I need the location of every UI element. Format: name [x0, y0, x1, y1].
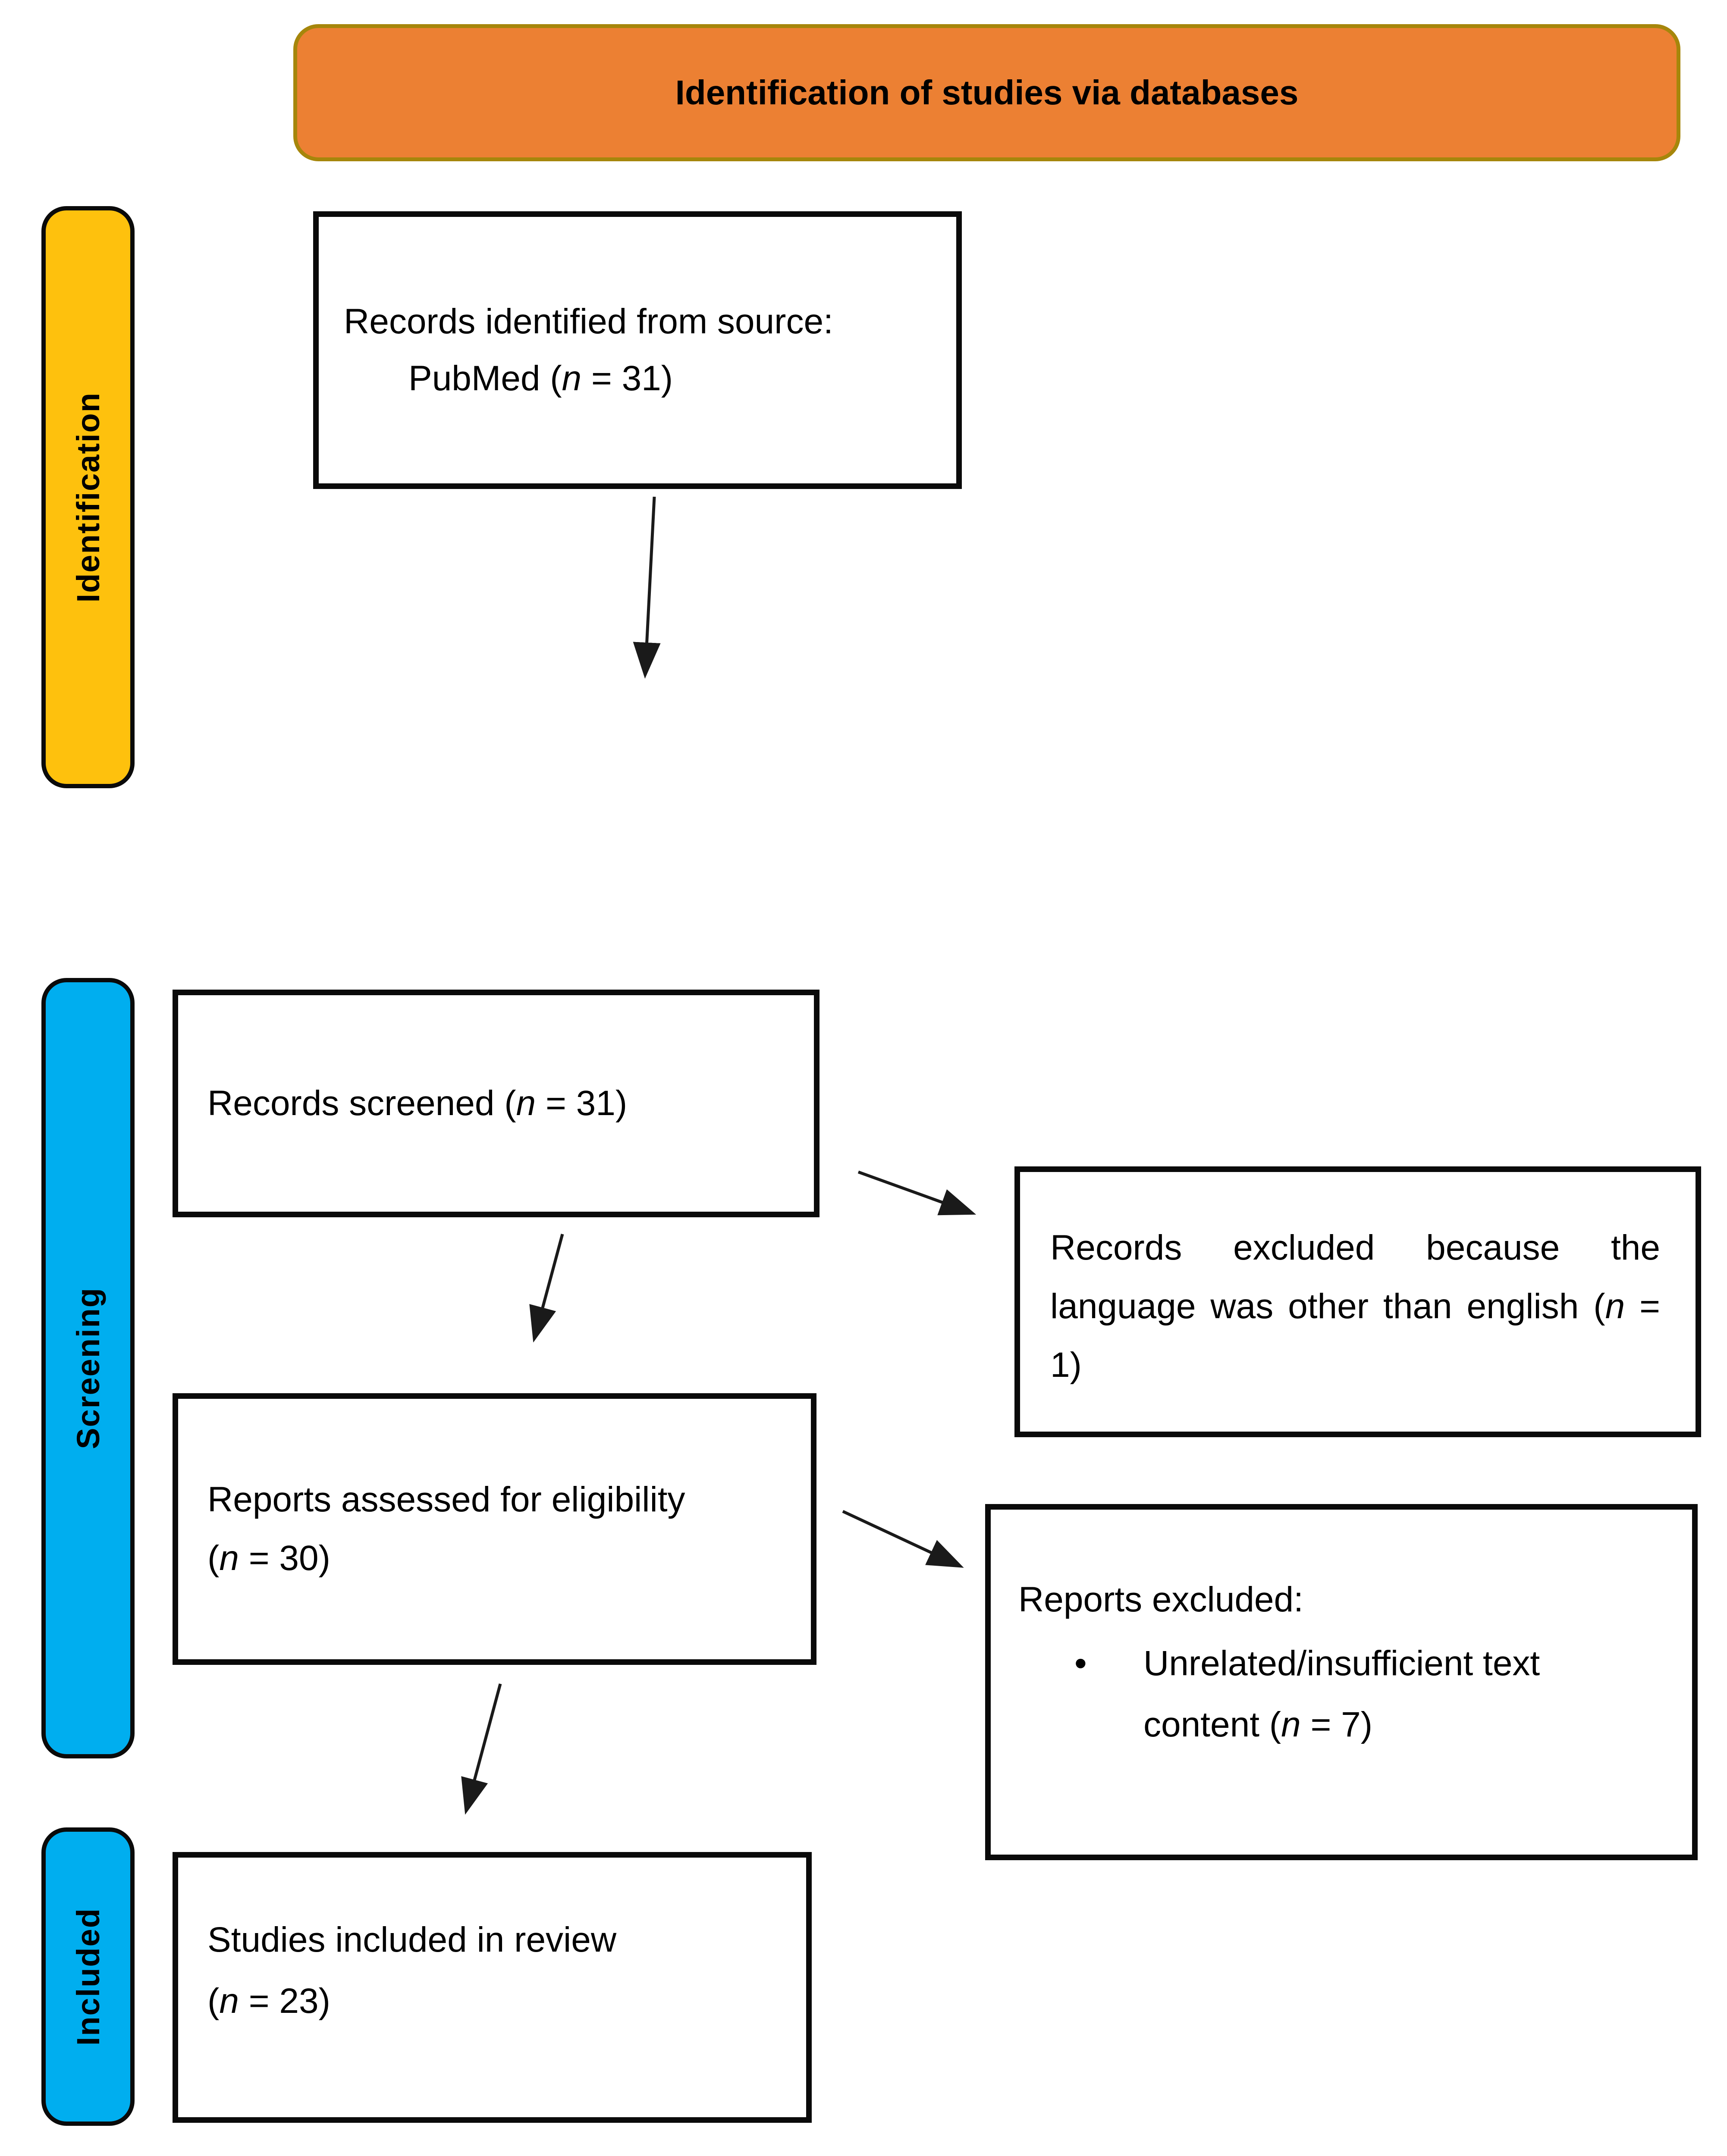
italic-n: n: [516, 1084, 536, 1123]
records-identified-line2: PubMed (n = 31): [408, 359, 673, 398]
box-records-identified: Records identified from source: PubMed (…: [313, 211, 962, 489]
box-records-screened: Records screened (n = 31): [173, 990, 820, 1217]
header-title: Identification of studies via databases: [675, 73, 1299, 112]
reports-excluded-bullet-text: Unrelated/insufficient text content (n =…: [1143, 1644, 1540, 1744]
studies-included-line2: (n = 23): [207, 1981, 330, 2021]
arrow-screened-to-records-excluded: [857, 1170, 977, 1216]
italic-n: n: [219, 1539, 239, 1578]
sidebar-identification-label: Identification: [70, 392, 106, 603]
records-screened-text: Records screened (n = 31): [207, 1084, 628, 1123]
box-reports-excluded: Reports excluded: • Unrelated/insufficie…: [985, 1504, 1698, 1860]
sidebar-screening-label: Screening: [70, 1287, 106, 1449]
header-banner: Identification of studies via databases: [293, 24, 1680, 161]
bullet-icon: •: [1074, 1644, 1087, 1683]
arrow-identified-to-screened: [633, 496, 661, 679]
records-excluded-text: Records excluded because the language wa…: [1050, 1228, 1660, 1326]
italic-n: n: [219, 1981, 239, 2021]
reports-excluded-bullet-item: • Unrelated/insufficient text content (n…: [1074, 1633, 1662, 1755]
italic-n: n: [562, 359, 582, 398]
sidebar-included-label: Included: [70, 1907, 106, 2046]
sidebar-included: Included: [41, 1827, 135, 2126]
records-identified-line1: Records identified from source:: [344, 302, 833, 341]
sidebar-screening: Screening: [41, 978, 135, 1758]
italic-n: n: [1281, 1705, 1301, 1744]
box-records-excluded: Records excluded because the language wa…: [1014, 1166, 1701, 1437]
reports-assessed-line1: Reports assessed for eligibility: [207, 1480, 685, 1519]
sidebar-identification: Identification: [41, 206, 135, 788]
arrow-assessed-to-included: [461, 1683, 502, 1815]
reports-assessed-line2: (n = 30): [207, 1539, 330, 1578]
arrow-assessed-to-reports-excluded: [842, 1510, 964, 1568]
reports-excluded-heading: Reports excluded:: [1018, 1580, 1303, 1619]
studies-included-line1: Studies included in review: [207, 1920, 617, 1959]
italic-n: n: [1605, 1287, 1625, 1326]
arrow-screened-to-assessed: [529, 1234, 564, 1343]
box-reports-assessed: Reports assessed for eligibility (n = 30…: [173, 1393, 816, 1665]
box-studies-included: Studies included in review (n = 23): [173, 1852, 812, 2123]
